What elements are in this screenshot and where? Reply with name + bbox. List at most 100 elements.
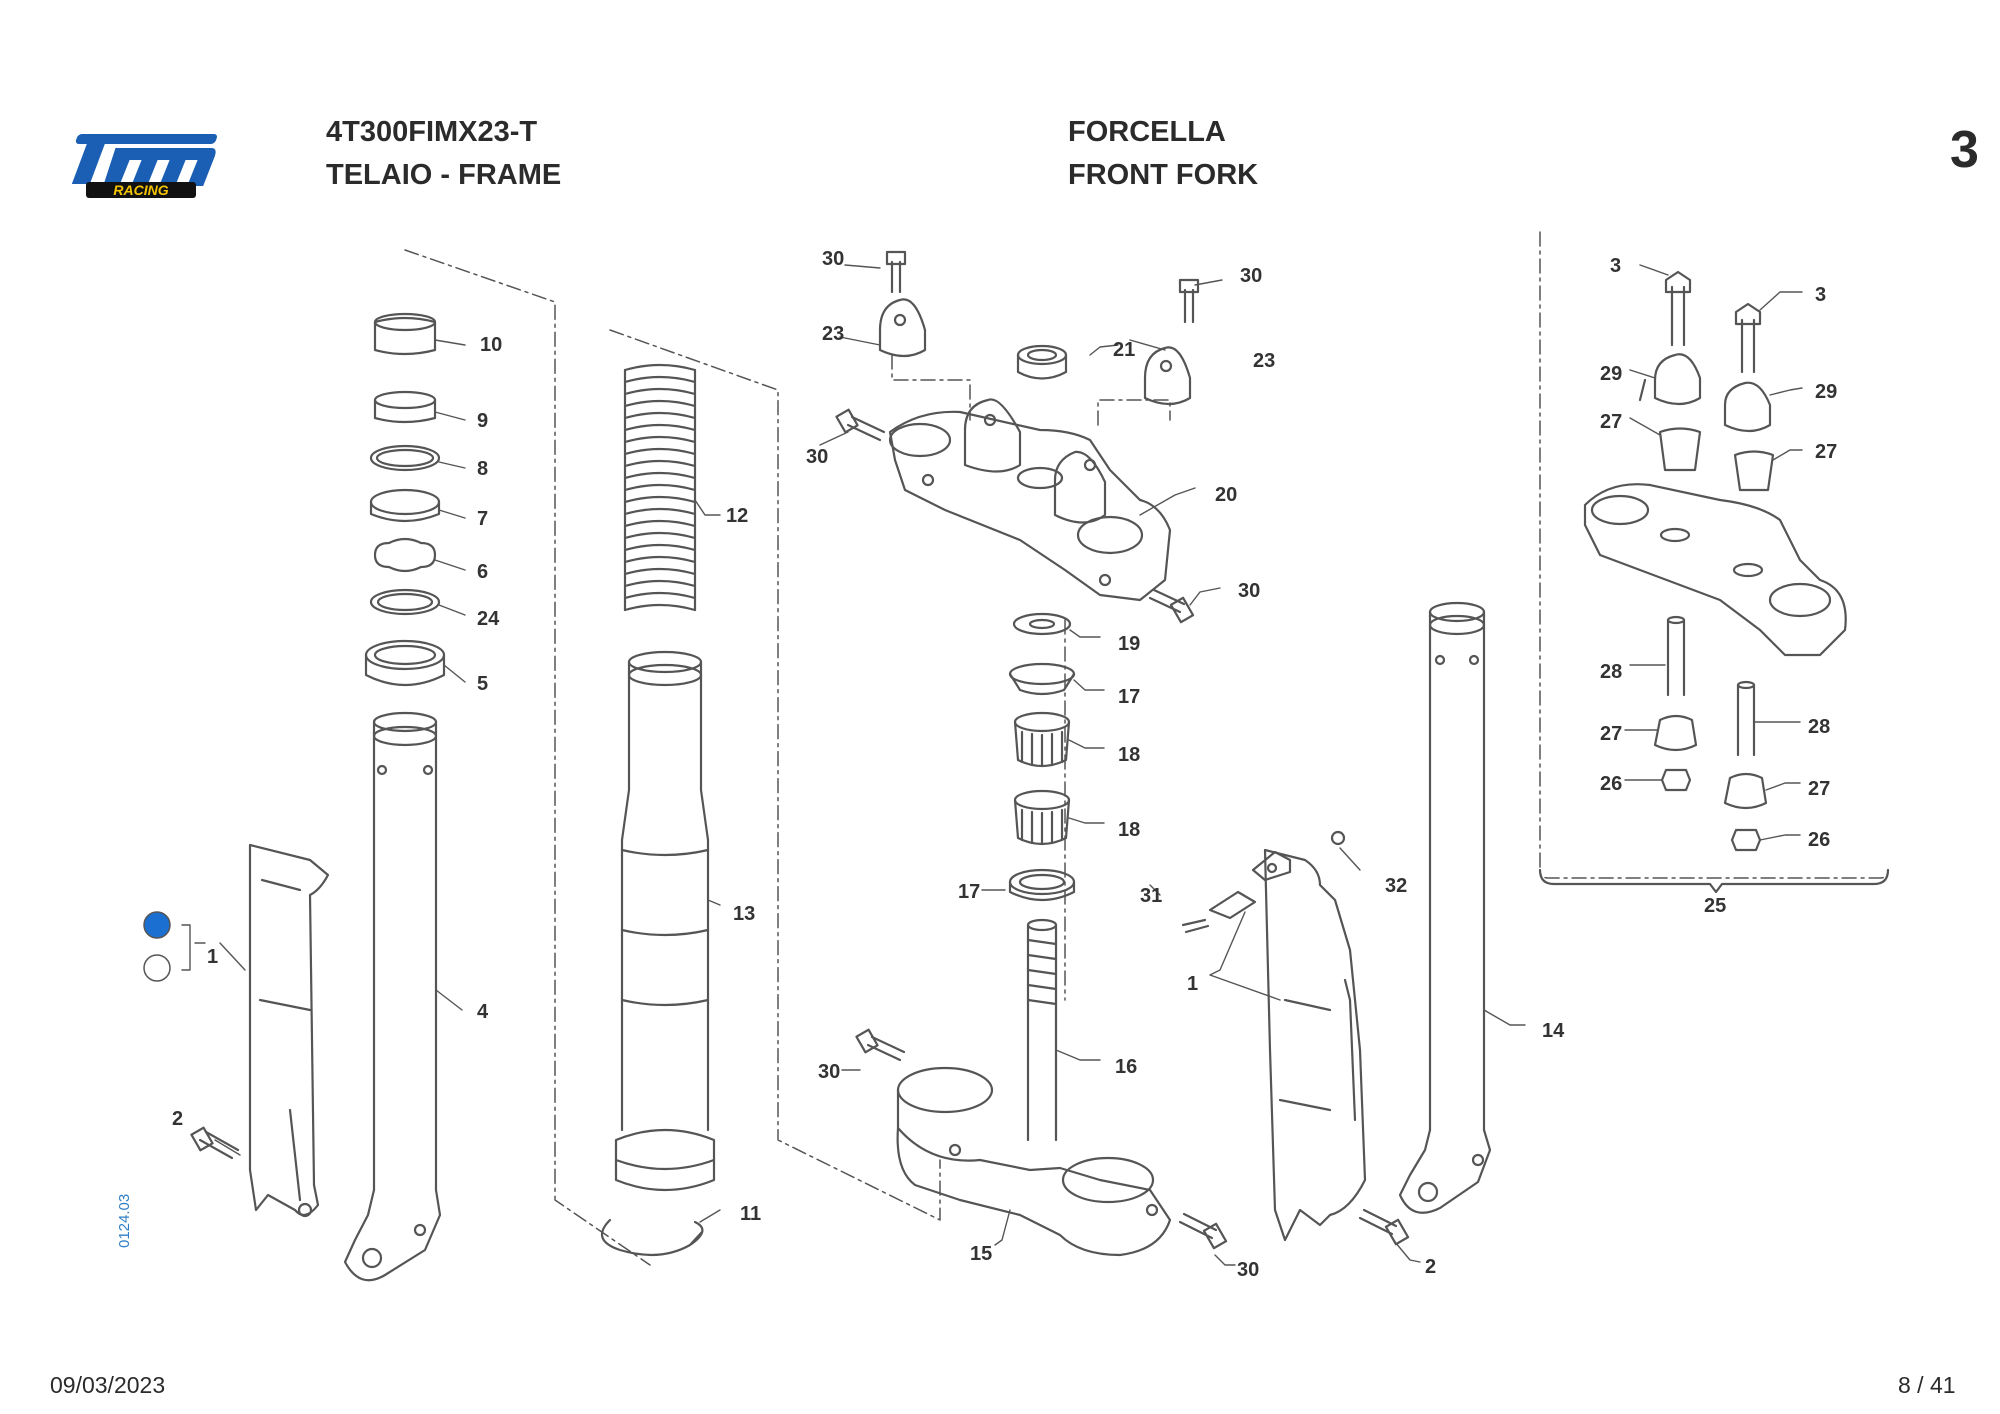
bolt-30-top-left bbox=[835, 408, 886, 442]
tm-racing-logo: RACING bbox=[71, 134, 217, 198]
logo-m bbox=[103, 148, 216, 186]
kit-boundary-line bbox=[1539, 231, 1889, 879]
callout-2-right: 2 bbox=[1425, 1256, 1436, 1278]
print-date: 09/03/2023 bbox=[50, 1372, 166, 1398]
callout-30-f: 30 bbox=[1237, 1259, 1259, 1281]
spring-12 bbox=[623, 363, 697, 612]
callout-18-lower: 18 bbox=[1118, 819, 1140, 841]
axle-clamp bbox=[343, 1188, 442, 1282]
callout-26-right: 26 bbox=[1808, 829, 1830, 851]
clip-6 bbox=[373, 537, 437, 573]
callout-23-left: 23 bbox=[822, 323, 844, 345]
screw-31 bbox=[1181, 918, 1210, 934]
inner-tube-left-group bbox=[343, 312, 446, 1282]
oil-seal-7 bbox=[369, 500, 441, 523]
fork-guard-left bbox=[190, 843, 330, 1218]
callout-19: 19 bbox=[1118, 633, 1140, 655]
callout-20: 20 bbox=[1215, 484, 1237, 506]
bearing-cup-17-upper bbox=[1008, 672, 1076, 696]
callout-1-left: 1 bbox=[207, 946, 218, 968]
callout-32: 32 bbox=[1385, 875, 1407, 897]
callout-12: 12 bbox=[726, 505, 748, 527]
leader-lines bbox=[181, 264, 1803, 1266]
top-triple-clamp-20 bbox=[888, 398, 1172, 602]
table-number: 3 bbox=[1950, 121, 1979, 179]
callout-30-b: 30 bbox=[1240, 265, 1262, 287]
bearing-18-upper bbox=[1013, 711, 1071, 768]
callout-21: 21 bbox=[1113, 339, 1135, 361]
screw-2-right bbox=[1358, 1208, 1398, 1236]
bolt-30-top-right bbox=[1148, 588, 1195, 624]
callout-7: 7 bbox=[477, 508, 488, 530]
dust-seal-5 bbox=[364, 653, 446, 687]
steering-nut-21 bbox=[1016, 344, 1068, 380]
callout-6: 6 bbox=[477, 561, 488, 583]
callout-30-e: 30 bbox=[818, 1061, 840, 1083]
washer-8 bbox=[369, 444, 441, 472]
fork-leg-14 bbox=[1398, 601, 1492, 1214]
callout-28-right: 28 bbox=[1808, 716, 1830, 738]
bearing-18-lower bbox=[1013, 789, 1071, 846]
circlip-11 bbox=[600, 1218, 704, 1257]
callout-11: 11 bbox=[740, 1203, 761, 1225]
callout-27-c: 27 bbox=[1600, 723, 1622, 745]
clip-1 bbox=[1251, 850, 1292, 882]
callout-3-right: 3 bbox=[1815, 284, 1826, 306]
section-title-en: FRONT FORK bbox=[1068, 159, 1259, 191]
callout-25: 25 bbox=[1704, 895, 1726, 917]
handlebar-clamp-23-left bbox=[878, 250, 927, 358]
callout-17-upper: 17 bbox=[1118, 686, 1140, 708]
callout-13: 13 bbox=[733, 903, 755, 925]
callout-29-left: 29 bbox=[1600, 363, 1622, 385]
logo-bar bbox=[75, 134, 217, 144]
callout-1-right: 1 bbox=[1187, 973, 1198, 995]
callout-30-d: 30 bbox=[1238, 580, 1260, 602]
callout-30-a: 30 bbox=[822, 248, 844, 270]
callout-26-left: 26 bbox=[1600, 773, 1622, 795]
riser-kit-25 bbox=[1583, 270, 1847, 852]
section-title-it: FORCELLA bbox=[1068, 116, 1226, 148]
callout-9: 9 bbox=[477, 410, 488, 432]
kit-25-brace bbox=[1538, 868, 1890, 894]
ring-24 bbox=[369, 588, 441, 616]
model-code: 4T300FIMX23-T bbox=[326, 116, 538, 148]
color-option-white bbox=[143, 954, 171, 982]
handlebar-clamp-23-right bbox=[1143, 278, 1200, 406]
callout-3-left: 3 bbox=[1610, 255, 1621, 277]
callout-27-d: 27 bbox=[1808, 778, 1830, 800]
bolt-30-bottom-left bbox=[855, 1028, 906, 1062]
callout-4: 4 bbox=[477, 1001, 489, 1023]
grommet-32 bbox=[1330, 830, 1346, 846]
screw-2 bbox=[198, 1130, 240, 1160]
color-option-blue bbox=[143, 911, 171, 939]
callout-29-right: 29 bbox=[1815, 381, 1837, 403]
callout-31: 31 bbox=[1140, 885, 1162, 907]
bottom-triple-clamp-15 bbox=[896, 918, 1172, 1257]
clip-1-small bbox=[1208, 890, 1257, 920]
group-name: TELAIO - FRAME bbox=[326, 159, 562, 191]
callout-27-a: 27 bbox=[1600, 411, 1622, 433]
diagram-code: 0124.03 bbox=[116, 1193, 133, 1248]
bushing-9 bbox=[373, 398, 437, 424]
callout-28-left: 28 bbox=[1600, 661, 1622, 683]
callout-14: 14 bbox=[1542, 1020, 1565, 1042]
logo-subtext: RACING bbox=[113, 182, 168, 198]
outer-tube-13 bbox=[614, 650, 716, 1192]
fork-guard-right bbox=[1181, 830, 1410, 1246]
callout-15: 15 bbox=[970, 1243, 992, 1265]
callout-23-right: 23 bbox=[1253, 350, 1275, 372]
callout-16: 16 bbox=[1115, 1056, 1137, 1078]
callout-17-lower: 17 bbox=[958, 881, 980, 903]
callout-30-c: 30 bbox=[806, 446, 828, 468]
callout-8: 8 bbox=[477, 458, 488, 480]
washer-19 bbox=[1012, 612, 1072, 636]
fork-leg-4 bbox=[372, 720, 438, 1192]
bushing-10 bbox=[373, 316, 437, 356]
logo-t bbox=[71, 144, 105, 184]
callout-2-left: 2 bbox=[172, 1108, 183, 1130]
callout-5: 5 bbox=[477, 673, 488, 695]
callout-27-b: 27 bbox=[1815, 441, 1837, 463]
callout-24: 24 bbox=[477, 608, 500, 630]
